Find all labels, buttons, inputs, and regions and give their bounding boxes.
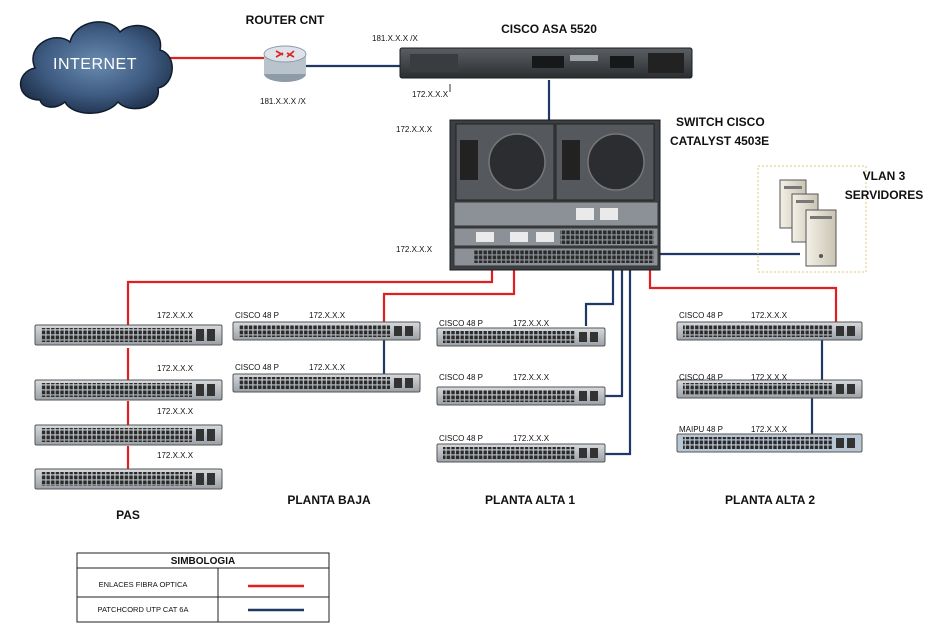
group-label-pas: PAS <box>116 508 140 522</box>
group-label-planta-alta-1: PLANTA ALTA 1 <box>485 493 575 507</box>
internet-cloud-icon: INTERNET <box>19 21 173 114</box>
access-switch-ip: 172.X.X.X <box>513 373 550 382</box>
access-switch-ip: 172.X.X.X <box>513 434 550 443</box>
access-switch-icon <box>232 321 421 341</box>
access-switch-ip: 172.X.X.X <box>751 311 788 320</box>
core-switch-ip-top: 172.X.X.X <box>396 125 433 134</box>
access-switch-icon <box>676 321 863 341</box>
fiber-link-core-planta-alta-2 <box>648 268 838 324</box>
access-switch-icon <box>232 373 421 393</box>
core-switch: SWITCH CISCO CATALYST 4503E 172.X.X.X 17… <box>396 115 769 271</box>
fiber-link-core-planta-baja <box>382 270 516 322</box>
fan-icon <box>587 133 645 191</box>
utp-link-core-planta-alta-1-a <box>584 258 615 326</box>
access-switch-name: CISCO 48 P <box>439 319 483 328</box>
servers-title-1: VLAN 3 <box>863 169 906 183</box>
router-ip-top: 181.X.X.X /X <box>372 34 418 43</box>
access-switch-name: CISCO 48 P <box>235 363 279 372</box>
server-icon <box>805 209 837 267</box>
legend-label-utp: PATCHCORD UTP CAT 6A <box>98 605 189 614</box>
access-switch-ip: 172.X.X.X <box>309 311 346 320</box>
access-switch-name: CISCO 48 P <box>679 311 723 320</box>
access-switch-ip: 172.X.X.X <box>513 319 550 328</box>
access-switch-icon <box>676 433 863 453</box>
access-switch-name: CISCO 48 P <box>439 434 483 443</box>
access-switch-name: CISCO 48 P <box>679 373 723 382</box>
access-switch-ip: 172.X.X.X <box>157 311 194 320</box>
router-ip-bottom: 181.X.X.X /X <box>260 97 306 106</box>
group-label-planta-alta-2: PLANTA ALTA 2 <box>725 493 815 507</box>
access-switch-icon <box>34 379 223 401</box>
access-switch-ip: 172.X.X.X <box>751 425 788 434</box>
access-switch-ip: 172.X.X.X <box>309 363 346 372</box>
fan-icon <box>488 133 546 191</box>
internet-label: INTERNET <box>53 56 137 73</box>
legend-label-fiber: ENLACES FIBRA OPTICA <box>99 580 188 589</box>
servers: VLAN 3 SERVIDORES <box>757 165 923 273</box>
legend: SIMBOLOGIA ENLACES FIBRA OPTICA PATCHCOR… <box>76 552 330 623</box>
utp-link-core-planta-alta-1-c <box>602 258 632 456</box>
access-switch-icon <box>436 327 606 347</box>
access-switch-ip: 172.X.X.X <box>751 373 788 382</box>
core-switch-ip-bottom: 172.X.X.X <box>396 245 433 254</box>
access-switch-name: CISCO 48 P <box>439 373 483 382</box>
access-switch-ip: 172.X.X.X <box>157 451 194 460</box>
asa-ip-bottom: 172.X.X.X <box>412 90 449 99</box>
links <box>126 56 838 469</box>
servers-title-2: SERVIDORES <box>845 188 923 202</box>
legend-title: SIMBOLOGIA <box>171 556 235 567</box>
utp-link-core-planta-alta-1-b <box>602 258 624 398</box>
access-switch-icon <box>436 386 606 406</box>
asa-title: CISCO ASA 5520 <box>501 22 597 36</box>
access-switch-name: CISCO 48 P <box>235 311 279 320</box>
access-switch-icon <box>34 324 223 346</box>
core-switch-title-1: SWITCH CISCO <box>676 115 765 129</box>
router-icon <box>263 45 307 82</box>
access-switches: 172.X.X.X 172.X.X.X 172.X.X.X 172.X.X.X CISC… <box>34 311 863 490</box>
access-switch-icon <box>436 443 606 463</box>
access-switch-icon <box>676 379 863 399</box>
core-switch-title-2: CATALYST 4503E <box>670 134 769 148</box>
access-switch-ip: 172.X.X.X <box>157 407 194 416</box>
group-label-planta-baja: PLANTA BAJA <box>287 493 371 507</box>
access-switch-name: MAIPU 48 P <box>679 425 723 434</box>
router: ROUTER CNT 181.X.X.X /X 181.X.X.X /X <box>246 13 419 106</box>
asa-firewall: CISCO ASA 5520 172.X.X.X <box>399 22 693 99</box>
access-switch-icon <box>34 424 223 446</box>
access-switch-icon <box>34 468 223 490</box>
fiber-link-core-pas <box>126 270 494 325</box>
router-title: ROUTER CNT <box>246 13 325 27</box>
access-switch-ip: 172.X.X.X <box>157 364 194 373</box>
